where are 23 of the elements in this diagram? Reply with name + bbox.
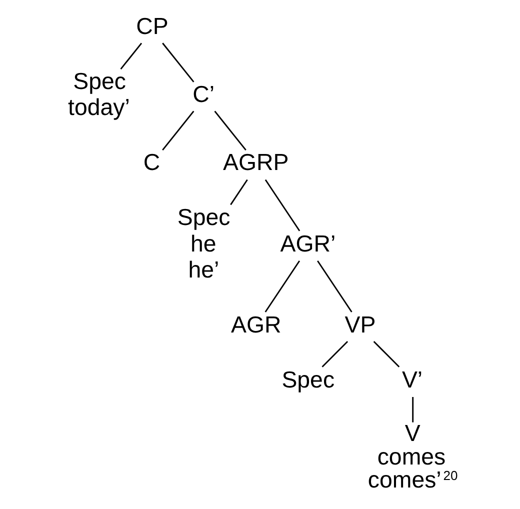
connector bbox=[264, 260, 300, 312]
node-text: V’ bbox=[402, 366, 423, 392]
node-text: AGR bbox=[231, 311, 282, 338]
node-text: AGRP bbox=[223, 149, 289, 176]
node-text: Spec he he’ bbox=[177, 204, 230, 282]
node-text: Spec bbox=[282, 366, 335, 392]
node-text: AGR’ bbox=[280, 230, 336, 256]
connector bbox=[162, 42, 194, 82]
connector bbox=[412, 396, 414, 422]
node-text: V comes comes’$^{20}$ bbox=[368, 420, 458, 492]
connector bbox=[322, 341, 348, 368]
connector bbox=[264, 179, 300, 232]
node-text: C’ bbox=[192, 81, 215, 108]
node-text: CP bbox=[136, 13, 168, 39]
node-text: VP bbox=[344, 311, 376, 338]
connector bbox=[373, 341, 400, 368]
node-text: C bbox=[143, 149, 160, 176]
connector bbox=[162, 110, 194, 151]
connector bbox=[120, 42, 142, 70]
connector bbox=[214, 110, 246, 151]
connector bbox=[230, 179, 248, 206]
node-text: Spec today’ bbox=[68, 68, 130, 120]
connector bbox=[317, 260, 352, 312]
